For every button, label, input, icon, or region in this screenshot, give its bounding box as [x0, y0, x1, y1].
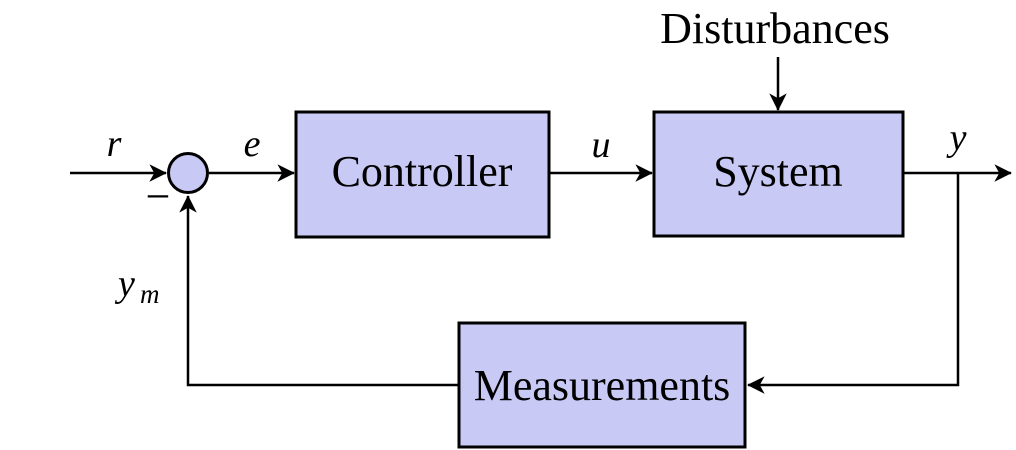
output-branch-arrow: [747, 173, 960, 394]
controller-block-label: Controller: [332, 147, 513, 196]
measurements-block-label: Measurements: [474, 361, 731, 410]
output-signal-label: y: [946, 117, 967, 159]
minus-sign: −: [146, 172, 171, 221]
control-signal-label: u: [592, 124, 611, 166]
controller-block: [294, 110, 551, 239]
system-block: [652, 110, 905, 238]
feedback-signal-arrow: [179, 195, 458, 387]
measured-signal-subscript: m: [140, 279, 160, 309]
system-block-label: System: [713, 147, 843, 196]
measurements-block: [457, 321, 747, 449]
error-signal-label: e: [244, 123, 261, 165]
summing-junction: [167, 152, 209, 194]
reference-signal-label: r: [107, 123, 122, 165]
measured-signal-label: y: [114, 263, 135, 305]
disturbances-label: Disturbances: [660, 4, 890, 53]
